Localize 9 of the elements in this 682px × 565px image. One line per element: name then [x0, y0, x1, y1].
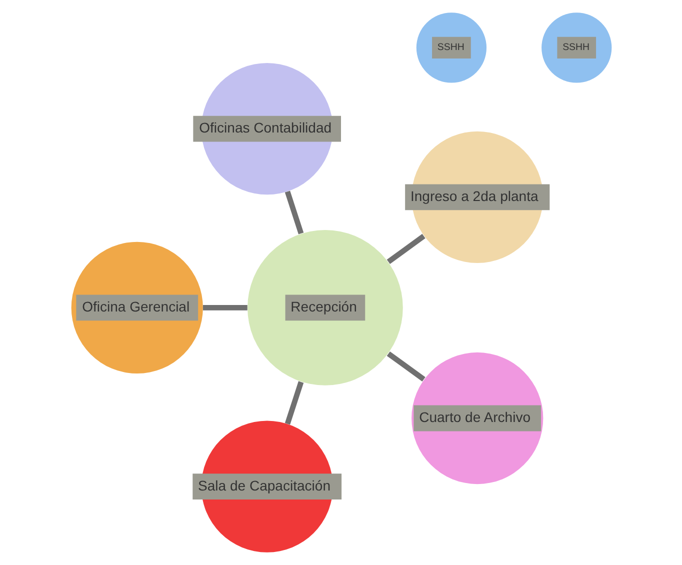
node-circle: Oficina Gerencial — [70, 242, 202, 374]
connector — [202, 305, 247, 310]
connector — [284, 190, 304, 234]
node-circle: Recepción — [247, 230, 402, 386]
connector — [284, 381, 304, 425]
node-circle: SSHH — [541, 12, 612, 83]
node-circle: SSHH — [416, 12, 486, 83]
connector — [386, 351, 425, 382]
connector — [386, 234, 425, 264]
